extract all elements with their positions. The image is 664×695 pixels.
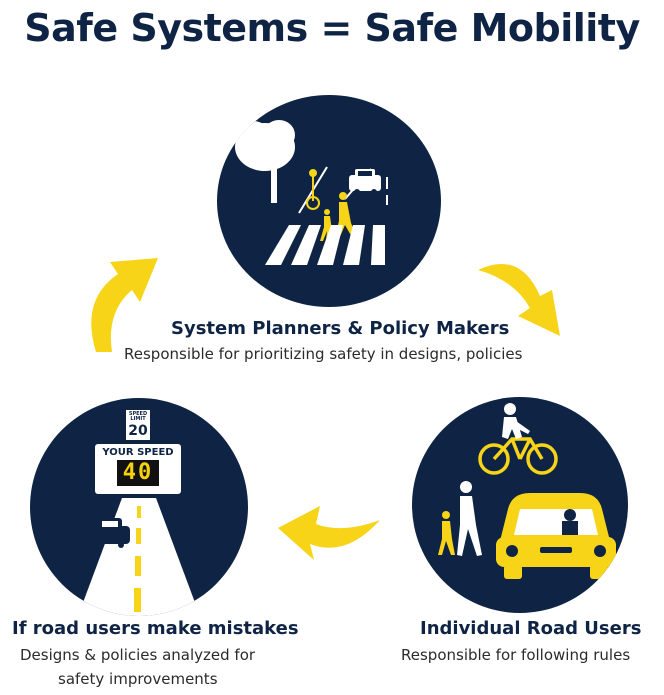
your-speed-caption: YOUR SPEED: [95, 447, 181, 458]
cyclist-icon: [502, 403, 530, 439]
cyclist-icon: [307, 170, 319, 209]
car-icon: [496, 493, 616, 579]
mistakes-text-line2: safety improvements: [58, 670, 218, 688]
child-pedestrian-icon: [438, 511, 455, 555]
tree-icon: [235, 120, 295, 203]
speed-limit-sign: SPEED LIMIT 20: [124, 408, 152, 442]
speed-limit-caption: SPEED LIMIT: [126, 412, 150, 422]
curved-arrow-icon: [470, 250, 580, 346]
speed-limit-value: 20: [126, 423, 150, 439]
road-users-circle: [412, 397, 628, 613]
bicycle-icon: [480, 439, 556, 473]
curved-arrow-icon: [276, 488, 386, 578]
car-icon: [349, 169, 381, 195]
road-users-scene-icon: [412, 397, 628, 613]
mistakes-text-line1: Designs & policies analyzed for: [20, 646, 255, 664]
your-speed-value: 40: [117, 460, 160, 486]
street-scene-icon: [217, 95, 441, 307]
pedestrian-icon: [457, 481, 482, 556]
planners-heading: System Planners & Policy Makers: [171, 318, 509, 339]
road-users-heading: Individual Road Users: [420, 618, 641, 639]
mistakes-heading: If road users make mistakes: [12, 618, 299, 639]
planners-text: Responsible for prioritizing safety in d…: [124, 345, 522, 363]
planners-circle: [217, 95, 441, 307]
mistakes-circle: SPEED LIMIT 20 YOUR SPEED 40: [30, 398, 248, 616]
curved-arrow-icon: [78, 240, 164, 356]
page-title: Safe Systems = Safe Mobility: [0, 6, 664, 50]
road-users-text: Responsible for following rules: [401, 646, 630, 664]
your-speed-sign: YOUR SPEED 40: [95, 444, 181, 494]
